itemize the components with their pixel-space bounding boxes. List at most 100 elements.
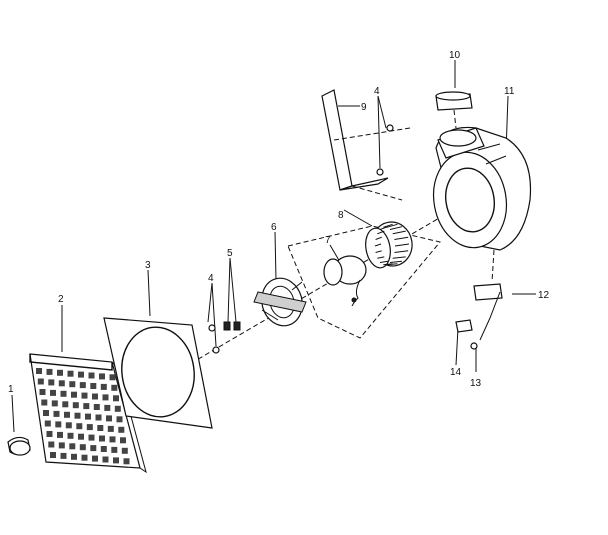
grille-hole <box>48 441 55 448</box>
grille-hole <box>65 422 72 429</box>
grille-hole <box>85 413 91 420</box>
grille-hole <box>107 425 114 432</box>
part-1-knob <box>7 394 31 456</box>
wheel-blade <box>389 260 403 263</box>
grille-hole <box>102 456 109 463</box>
callout-4-left: 4 <box>208 273 214 284</box>
grille-hole <box>57 431 63 438</box>
grille-hole <box>100 383 107 390</box>
grille-hole <box>58 380 65 387</box>
wheel-blade <box>377 256 385 259</box>
grille-hole <box>69 381 76 388</box>
callout-8: 8 <box>338 210 344 221</box>
grille-hole <box>71 391 77 398</box>
grille-hole <box>69 443 76 450</box>
grille-hole <box>64 411 70 418</box>
grille-hole <box>67 370 74 377</box>
grille-hole <box>116 416 123 423</box>
part-3-front-plate <box>103 269 213 429</box>
grille-hole <box>67 432 74 439</box>
wheel-blade <box>375 250 382 253</box>
callout-4-right: 4 <box>374 86 380 97</box>
grille-hole <box>39 389 46 395</box>
grille-hole <box>58 442 65 449</box>
part-14-terminal <box>455 319 473 366</box>
wheel-blade <box>386 223 398 228</box>
grille-hole <box>111 384 118 391</box>
grille-hole <box>95 414 102 421</box>
grille-hole <box>79 382 86 389</box>
grille-hole <box>72 402 79 409</box>
grille-hole <box>83 403 90 410</box>
grille-hole <box>36 368 42 374</box>
grille-hole <box>92 393 98 400</box>
grille-hole <box>92 455 98 462</box>
wheel-blade <box>383 223 393 228</box>
part-4-screws-left <box>207 282 220 354</box>
grille-hole <box>81 392 88 399</box>
grille-hole <box>71 453 77 460</box>
wheel-blade <box>392 256 406 259</box>
callout-9: 9 <box>361 102 367 113</box>
grille-hole <box>88 372 95 379</box>
callout-14: 14 <box>450 367 462 378</box>
callout-6: 6 <box>271 222 277 233</box>
wheel-blade <box>379 260 389 263</box>
grille-hole <box>62 401 69 408</box>
grille-hole <box>109 374 116 381</box>
grille-hole <box>104 404 111 411</box>
grille-hole <box>51 400 58 407</box>
part-5-clips <box>223 257 241 331</box>
grille-hole <box>43 410 49 416</box>
wheel-blade <box>394 243 410 247</box>
part-10-cap <box>435 60 473 129</box>
grille-hole <box>53 410 60 417</box>
grille-hole <box>99 373 105 380</box>
callout-1: 1 <box>8 384 14 395</box>
part-8-blower-wheel <box>287 209 441 339</box>
part-6-motor-bracket <box>253 231 307 327</box>
wheel-blade <box>394 250 409 253</box>
wheel-blade <box>374 243 382 247</box>
callout-2: 2 <box>58 294 64 305</box>
wheel-blade <box>392 230 406 235</box>
grille-hole <box>90 383 97 389</box>
grille-hole <box>120 437 126 444</box>
grille-hole <box>90 445 97 452</box>
callout-3: 3 <box>145 260 151 271</box>
grille-hole <box>123 458 130 465</box>
grille-hole <box>88 434 95 441</box>
callout-10: 10 <box>449 50 461 61</box>
grille-hole <box>48 379 55 386</box>
grille-hole <box>60 390 67 397</box>
callout-13: 13 <box>470 378 482 389</box>
grille-hole <box>37 378 44 385</box>
grille-hole <box>60 452 67 459</box>
part-7-motor <box>323 244 367 307</box>
grille-hole <box>74 412 81 419</box>
grille-hole <box>57 369 63 376</box>
grille-hole <box>86 424 93 431</box>
wheel-blade <box>377 230 385 235</box>
part-13-screw <box>470 342 478 372</box>
grille-hole <box>111 446 118 453</box>
wheel-blade <box>394 236 409 240</box>
grille-hole <box>99 435 105 442</box>
callout-11: 11 <box>504 86 515 97</box>
grille-hole <box>41 399 48 406</box>
grille-hole <box>118 426 125 433</box>
grille-hole <box>114 405 121 412</box>
grille-hole <box>106 415 112 422</box>
grille-hole <box>78 371 84 378</box>
grille-hole <box>44 420 51 427</box>
grille-hole <box>46 431 53 437</box>
grille-hole <box>97 425 104 431</box>
grille-hole <box>50 452 56 458</box>
grille-hole <box>93 404 100 410</box>
grille-hole <box>113 457 119 464</box>
part-12-switch <box>473 283 536 341</box>
wheel-blade <box>375 236 382 240</box>
wheel-blade <box>383 263 393 266</box>
part-4-screws-right <box>376 95 394 176</box>
